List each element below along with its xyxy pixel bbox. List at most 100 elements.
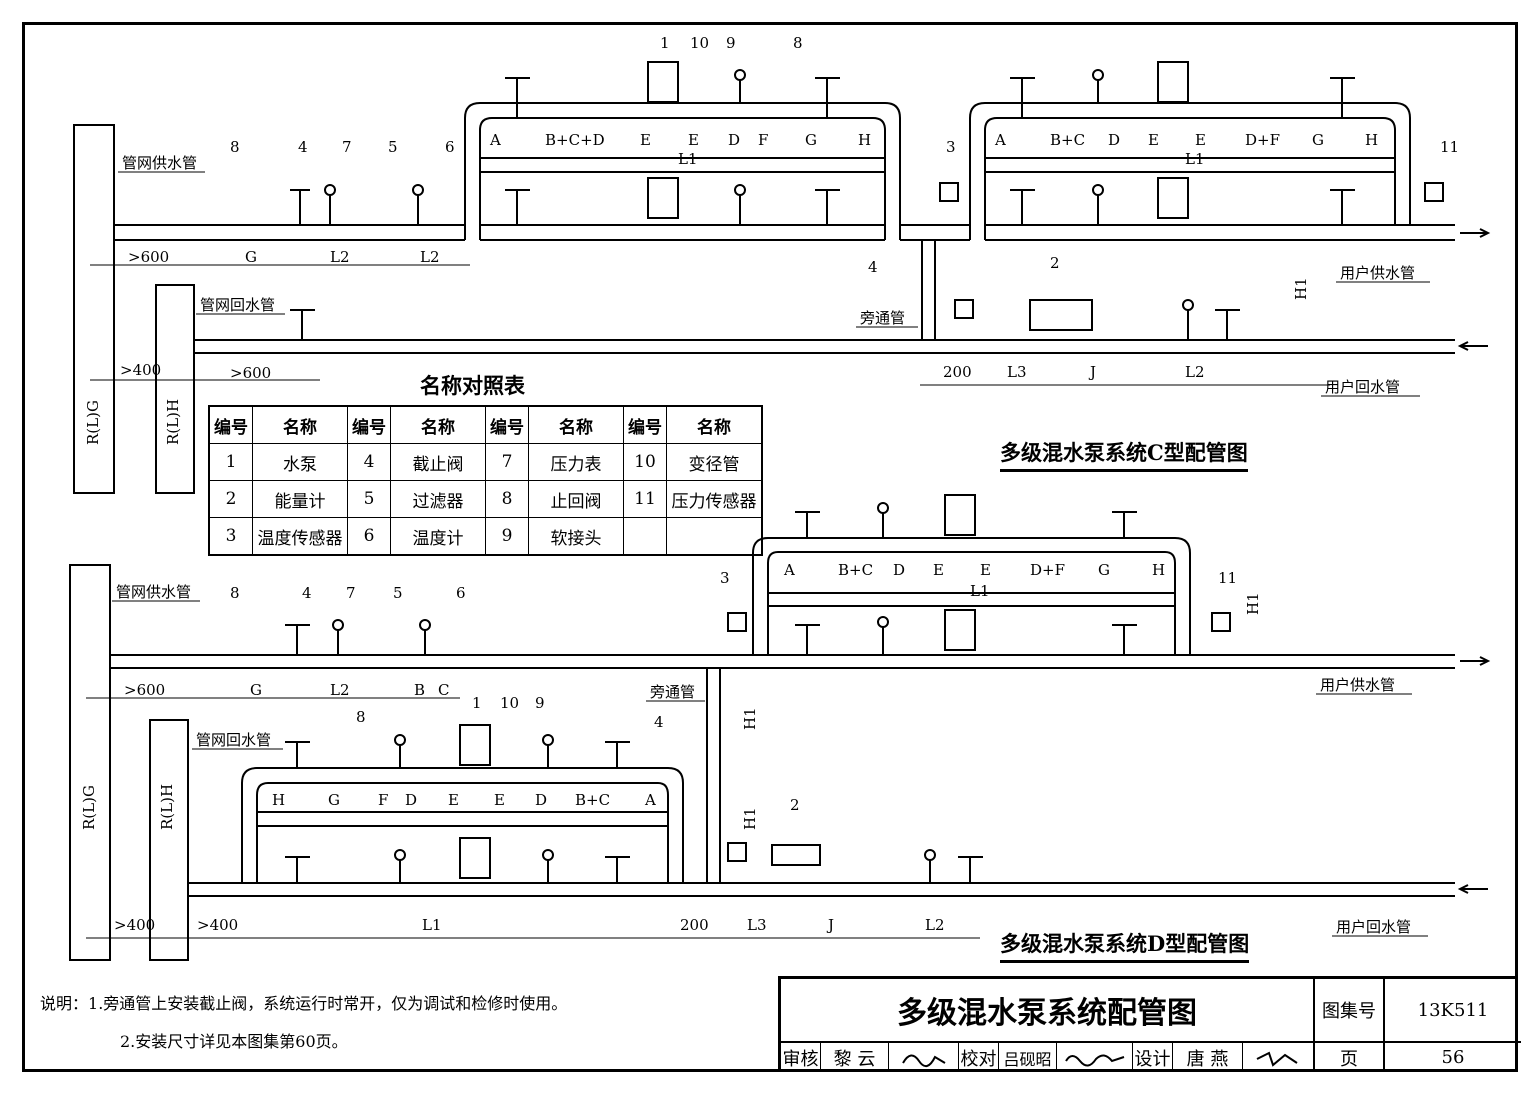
svg-text:H1: H1 <box>1244 592 1262 615</box>
segments-c: A B+C+D E E D F G H A B+C D E E D+F G H <box>489 131 1378 149</box>
svg-text:10: 10 <box>500 694 519 712</box>
pipe-h-label-c: R(L)H <box>164 399 182 445</box>
svg-text:3: 3 <box>720 569 730 587</box>
reviewer-signature <box>889 1043 959 1072</box>
svg-text:L2: L2 <box>1185 363 1205 381</box>
svg-text:8: 8 <box>230 138 240 156</box>
svg-text:B+C: B+C <box>575 791 610 809</box>
legend-name: 变径管 <box>666 443 763 481</box>
legend-name: 压力表 <box>528 443 624 481</box>
legend-name: 温度传感器 <box>252 517 348 556</box>
pump-icons-c <box>647 61 1189 219</box>
svg-text:A: A <box>489 131 501 149</box>
svg-text:A: A <box>644 791 656 809</box>
svg-text:L1: L1 <box>678 150 698 168</box>
pipe-g-label-c: R(L)G <box>84 400 102 445</box>
pipe-h-label-d: R(L)H <box>158 784 176 830</box>
supply-main-pipe-c <box>73 124 115 494</box>
svg-text:9: 9 <box>726 34 736 52</box>
svg-text:J: J <box>1088 363 1096 381</box>
svg-text:G: G <box>328 791 340 809</box>
checker: 吕砚昭 <box>999 1043 1057 1072</box>
valve-icons-d <box>285 511 1137 883</box>
gauge-icons-c <box>324 69 1194 340</box>
svg-text:L3: L3 <box>747 916 767 934</box>
supply-main-pipe-d <box>69 564 111 961</box>
svg-text:3: 3 <box>946 138 956 156</box>
diagram-c-title: 多级混水泵系统C型配管图 <box>1000 437 1248 472</box>
legend-no: 1 <box>208 443 253 481</box>
svg-text:>400: >400 <box>114 916 155 934</box>
svg-text:>400: >400 <box>197 916 238 934</box>
svg-text:B+C+D: B+C+D <box>545 131 605 149</box>
legend-name: 温度计 <box>390 517 486 556</box>
svg-text:A: A <box>783 561 795 579</box>
legend-no: 6 <box>347 517 391 556</box>
svg-text:H1: H1 <box>741 707 759 730</box>
supply-main-label-c: 管网供水管 <box>122 154 197 172</box>
svg-text:6: 6 <box>445 138 455 156</box>
sensor-icons-d <box>727 612 1231 866</box>
svg-text:2: 2 <box>790 796 800 814</box>
diagram-d-title: 多级混水泵系统D型配管图 <box>1000 928 1250 963</box>
dimensions-c: >600 G L2 L2 >400 >600 L1 L1 H1 200 L3 J… <box>90 150 1330 386</box>
svg-text:B+C: B+C <box>838 561 873 579</box>
svg-text:E: E <box>640 131 651 149</box>
svg-text:E: E <box>980 561 991 579</box>
svg-text:7: 7 <box>346 584 356 602</box>
drawing-frame <box>22 22 1518 1072</box>
svg-text:8: 8 <box>793 34 803 52</box>
checker-signature <box>1057 1043 1133 1072</box>
legend-name: 软接头 <box>528 517 624 556</box>
note-item: 1.旁通管上安装截止阀，系统运行时常开，仅为调试和检修时使用。 <box>88 994 568 1013</box>
svg-text:J: J <box>826 916 834 934</box>
legend-no: 4 <box>347 443 391 481</box>
return-main-pipe-c <box>155 284 195 494</box>
sensor-icons-c <box>939 182 1444 331</box>
legend-head-no: 编号 <box>347 405 391 444</box>
notes: 说明：1.旁通管上安装截止阀，系统运行时常开，仅为调试和检修时使用。 2.安装尺… <box>40 985 567 1061</box>
legend-name: 过滤器 <box>390 480 486 518</box>
page-label: 页 <box>1315 1043 1385 1072</box>
svg-text:D+F: D+F <box>1030 561 1065 579</box>
svg-text:H1: H1 <box>1292 277 1310 300</box>
pipe-g-label-d: R(L)G <box>80 785 98 830</box>
legend-no: 3 <box>208 517 253 556</box>
svg-text:L2: L2 <box>330 248 350 266</box>
svg-text:B: B <box>414 681 425 699</box>
return-main-label-d: 管网回水管 <box>196 731 271 749</box>
supply-main-label-d: 管网供水管 <box>116 583 191 601</box>
svg-text:D: D <box>405 791 417 809</box>
legend-no: 5 <box>347 480 391 518</box>
svg-text:9: 9 <box>535 694 545 712</box>
svg-text:E: E <box>448 791 459 809</box>
svg-text:1: 1 <box>472 694 482 712</box>
atlas-label: 图集号 <box>1315 979 1385 1043</box>
svg-text:1: 1 <box>660 34 670 52</box>
svg-text:4: 4 <box>298 138 308 156</box>
svg-text:E: E <box>494 791 505 809</box>
svg-text:H: H <box>1365 131 1378 149</box>
legend-name: 截止阀 <box>390 443 486 481</box>
gauge-icons-d <box>332 502 936 883</box>
svg-text:G: G <box>1098 561 1110 579</box>
svg-text:10: 10 <box>690 34 709 52</box>
svg-text:L1: L1 <box>422 916 442 934</box>
note-item: 2.安装尺寸详见本图集第60页。 <box>120 1032 348 1051</box>
bypass-label-d: 旁通管 <box>650 683 695 701</box>
svg-text:L2: L2 <box>330 681 350 699</box>
svg-text:H: H <box>1152 561 1165 579</box>
user-supply-label-c: 用户供水管 <box>1340 264 1415 282</box>
diagram-c: R(L)G R(L)H 管网供水管 管网回水管 <box>73 34 1491 494</box>
legend-header-row: 编号 名称 编号 名称 编号 名称 编号 名称 <box>208 405 763 444</box>
svg-text:L2: L2 <box>420 248 440 266</box>
legend-no: 9 <box>485 517 529 556</box>
legend-no: 8 <box>485 480 529 518</box>
svg-text:>400: >400 <box>120 361 161 379</box>
legend-head-no: 编号 <box>485 405 529 444</box>
svg-text:E: E <box>933 561 944 579</box>
legend-head-name: 名称 <box>528 405 624 444</box>
svg-text:5: 5 <box>388 138 398 156</box>
